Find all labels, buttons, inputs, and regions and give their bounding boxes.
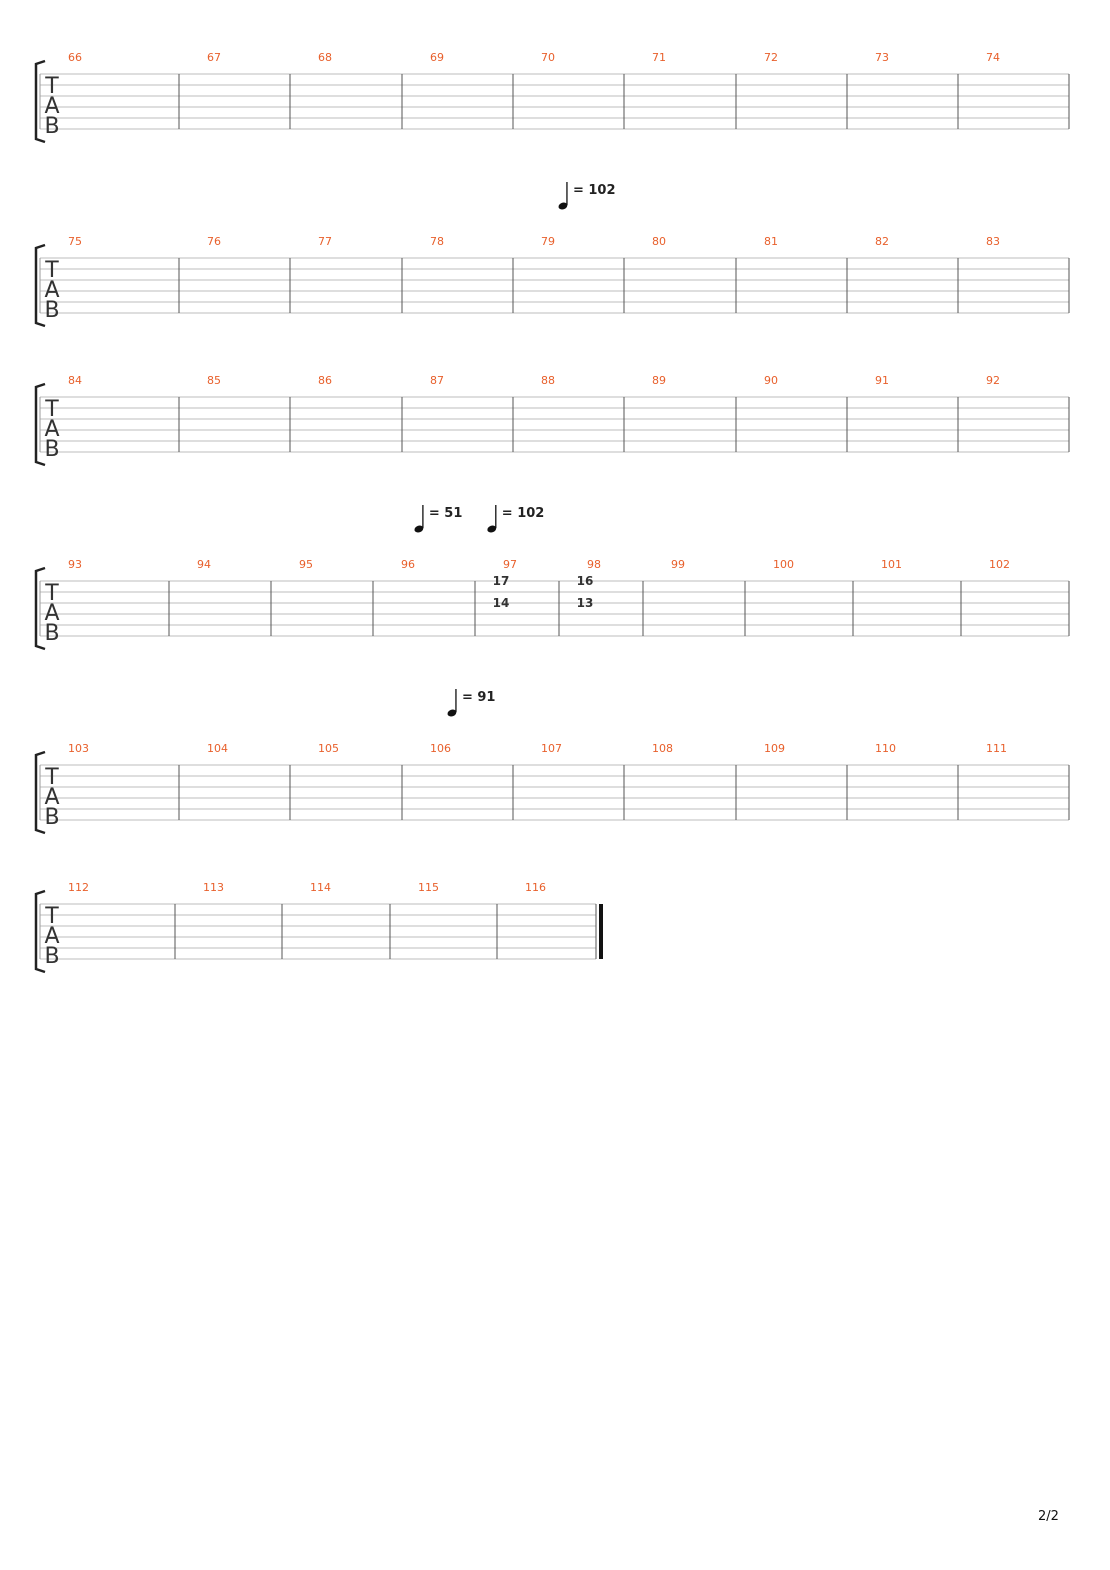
tempo-marking: = 51 <box>429 506 463 521</box>
measure-number: 96 <box>401 558 415 571</box>
measure-number: 75 <box>68 235 82 248</box>
measure-number: 104 <box>207 742 228 755</box>
measure-number: 116 <box>525 881 546 894</box>
tab-clef-letter: T <box>44 258 59 283</box>
tab-clef-letter: T <box>44 581 59 606</box>
fret-number: 14 <box>493 596 510 610</box>
measure-number: 98 <box>587 558 601 571</box>
measure-number: 71 <box>652 51 666 64</box>
tempo-marking: = 102 <box>502 506 545 521</box>
page-number: 2/2 <box>1038 1509 1059 1524</box>
measure-number: 93 <box>68 558 82 571</box>
tab-clef-letter: A <box>44 278 59 303</box>
tab-clef-letter: T <box>44 904 59 929</box>
tab-clef-letter: A <box>44 785 59 810</box>
measure-number: 68 <box>318 51 332 64</box>
tab-clef-letter: B <box>44 114 59 139</box>
measure-number: 86 <box>318 374 332 387</box>
measure-number: 72 <box>764 51 778 64</box>
quarter-note-icon <box>447 709 457 717</box>
system-bracket <box>34 382 46 467</box>
measure-number: 111 <box>986 742 1007 755</box>
measure-number: 87 <box>430 374 444 387</box>
tab-clef-letter: T <box>44 397 59 422</box>
fret-number: 16 <box>577 574 594 588</box>
measure-number: 113 <box>203 881 224 894</box>
measure-number: 112 <box>68 881 89 894</box>
tab-clef-letter: B <box>44 805 59 830</box>
measure-number: 99 <box>671 558 685 571</box>
tab-clef-letter: A <box>44 601 59 626</box>
system-bracket <box>34 889 46 974</box>
measure-number: 67 <box>207 51 221 64</box>
measure-number: 89 <box>652 374 666 387</box>
quarter-note-icon <box>414 525 424 533</box>
measure-number: 97 <box>503 558 517 571</box>
measure-number: 106 <box>430 742 451 755</box>
measure-number: 103 <box>68 742 89 755</box>
measure-number: 100 <box>773 558 794 571</box>
measure-number: 82 <box>875 235 889 248</box>
measure-number: 90 <box>764 374 778 387</box>
measure-number: 95 <box>299 558 313 571</box>
system-bracket <box>34 566 46 651</box>
system-bracket <box>34 243 46 328</box>
measure-number: 80 <box>652 235 666 248</box>
tab-clef-letter: T <box>44 74 59 99</box>
fret-number: 13 <box>577 596 594 610</box>
system-bracket <box>34 59 46 144</box>
tab-clef-letter: B <box>44 437 59 462</box>
measure-number: 91 <box>875 374 889 387</box>
measure-number: 74 <box>986 51 1000 64</box>
measure-number: 114 <box>310 881 331 894</box>
measure-number: 108 <box>652 742 673 755</box>
measure-number: 79 <box>541 235 555 248</box>
tab-clef-letter: A <box>44 94 59 119</box>
tab-clef-letter: T <box>44 765 59 790</box>
measure-number: 102 <box>989 558 1010 571</box>
measure-number: 107 <box>541 742 562 755</box>
measure-number: 110 <box>875 742 896 755</box>
measure-number: 94 <box>197 558 211 571</box>
tempo-marking: = 102 <box>573 183 616 198</box>
measure-number: 81 <box>764 235 778 248</box>
tab-clef-letter: B <box>44 298 59 323</box>
measure-number: 105 <box>318 742 339 755</box>
tab-clef-letter: A <box>44 417 59 442</box>
quarter-note-icon <box>487 525 497 533</box>
measure-number: 84 <box>68 374 82 387</box>
measure-number: 70 <box>541 51 555 64</box>
tempo-marking: = 91 <box>462 690 496 705</box>
measure-number: 83 <box>986 235 1000 248</box>
measure-number: 92 <box>986 374 1000 387</box>
measure-number: 115 <box>418 881 439 894</box>
system-bracket <box>34 750 46 835</box>
tab-clef-letter: B <box>44 621 59 646</box>
fret-number: 17 <box>493 574 510 588</box>
tab-clef-letter: B <box>44 944 59 969</box>
quarter-note-icon <box>558 202 568 210</box>
tab-clef-letter: A <box>44 924 59 949</box>
measure-number: 69 <box>430 51 444 64</box>
measure-number: 78 <box>430 235 444 248</box>
measure-number: 73 <box>875 51 889 64</box>
measure-number: 101 <box>881 558 902 571</box>
measure-number: 109 <box>764 742 785 755</box>
measure-number: 77 <box>318 235 332 248</box>
measure-number: 76 <box>207 235 221 248</box>
measure-number: 66 <box>68 51 82 64</box>
measure-number: 85 <box>207 374 221 387</box>
measure-number: 88 <box>541 374 555 387</box>
final-thick-barline <box>599 904 603 959</box>
